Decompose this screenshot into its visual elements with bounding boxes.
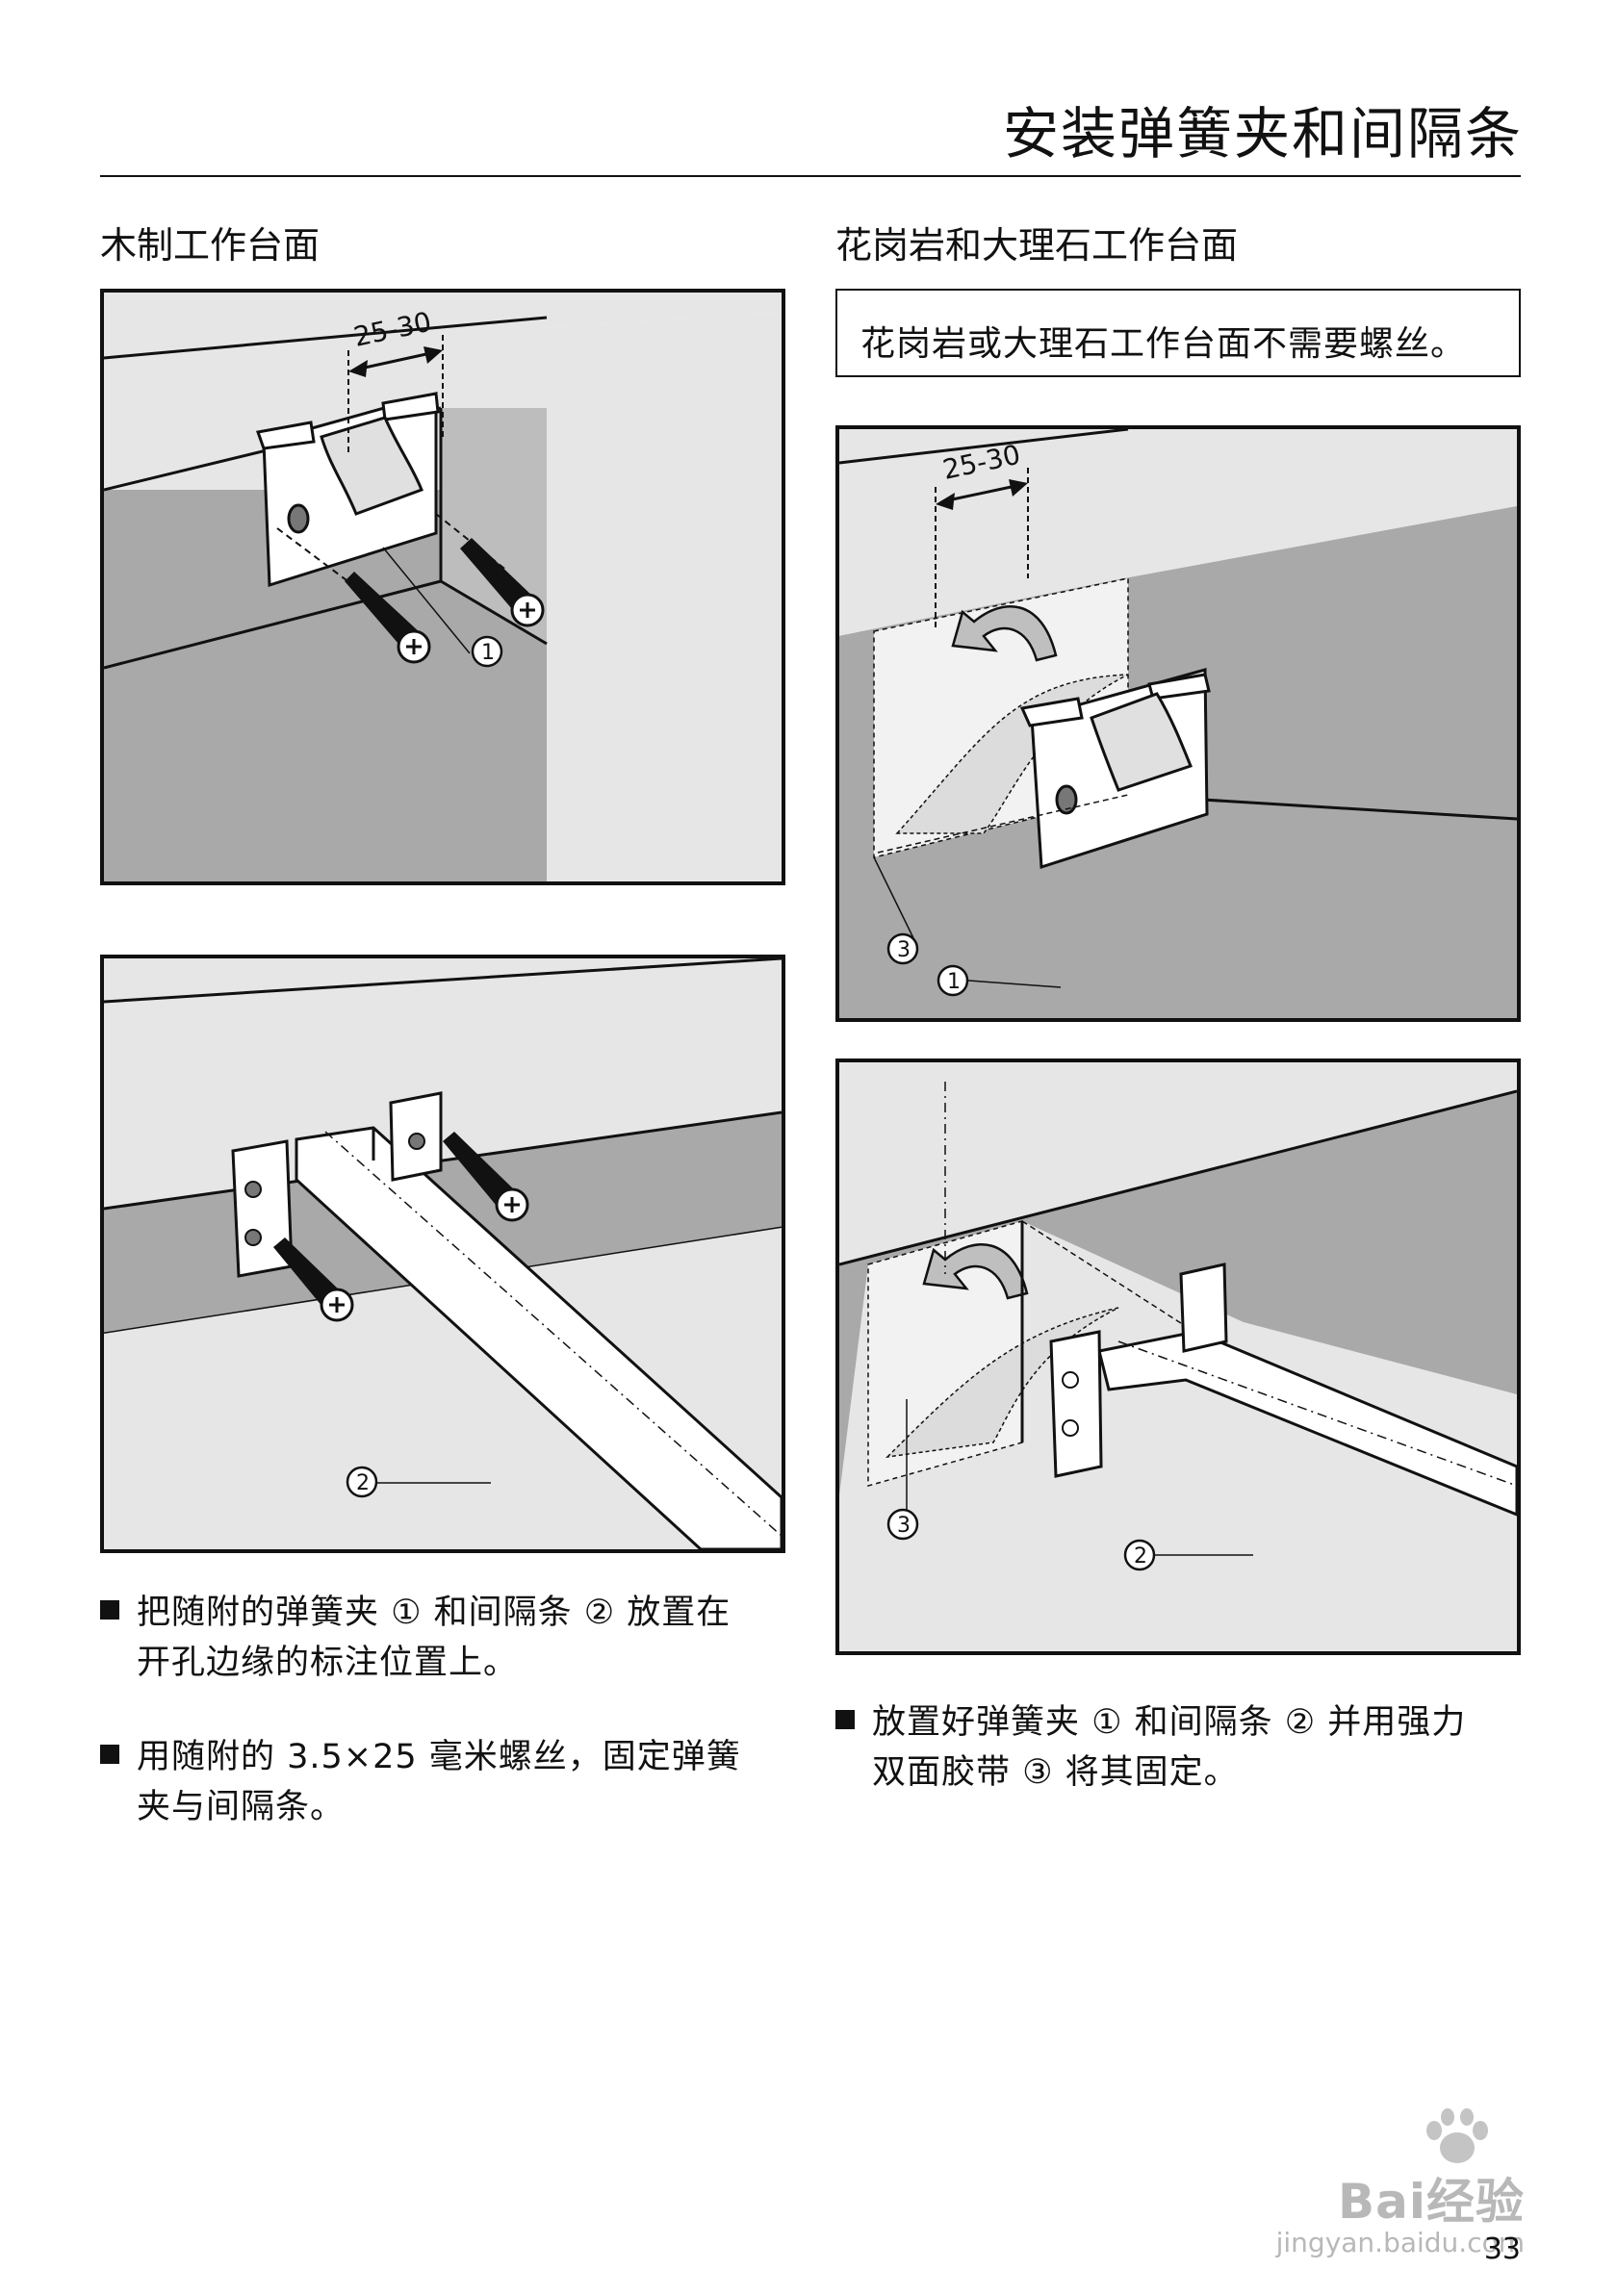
watermark-url: jingyan.baidu.com bbox=[1275, 2227, 1525, 2258]
instruction-step: 放置好弹簧夹 ① 和间隔条 ② 并用强力 双面胶带 ③ 将其固定。 bbox=[835, 1697, 1528, 1798]
watermark: Bai经验 jingyan.baidu.com bbox=[1276, 2104, 1525, 2296]
callout-clip-label: 1 bbox=[481, 641, 495, 665]
stone-note-box: 花岗岩或大理石工作台面不需要螺丝。 bbox=[835, 289, 1521, 377]
figure-stone-spacer-drawing: 3 2 bbox=[839, 1062, 1517, 1651]
title-divider bbox=[100, 175, 1521, 177]
page-title: 安装弹簧夹和间隔条 bbox=[1002, 101, 1523, 166]
step-text-line: 用随附的 3.5×25 毫米螺丝，固定弹簧 bbox=[137, 1738, 741, 1776]
section-heading-wood: 木制工作台面 bbox=[100, 224, 321, 267]
callout-spacer-label: 2 bbox=[1134, 1544, 1147, 1569]
step-text-line: 放置好弹簧夹 ① 和间隔条 ② 并用强力 bbox=[872, 1703, 1467, 1742]
page-number: 33 bbox=[1483, 2232, 1521, 2266]
screw-icon bbox=[273, 1237, 354, 1322]
figure-wood-spacer: 2 bbox=[100, 955, 785, 1553]
callout-clip-label: 1 bbox=[947, 970, 961, 994]
step-text-line: 夹与间隔条。 bbox=[137, 1788, 346, 1826]
step-text-line: 双面胶带 ③ 将其固定。 bbox=[872, 1753, 1239, 1792]
screw-icon bbox=[443, 1132, 529, 1222]
bullet-square-icon bbox=[100, 1600, 119, 1620]
screw-icon bbox=[276, 527, 431, 664]
instruction-step: 用随附的 3.5×25 毫米螺丝，固定弹簧 夹与间隔条。 bbox=[100, 1732, 793, 1832]
instruction-step: 把随附的弹簧夹 ① 和间隔条 ② 放置在 开孔边缘的标注位置上。 bbox=[100, 1588, 793, 1688]
callout-tape-label: 3 bbox=[897, 1514, 911, 1538]
step-text-line: 开孔边缘的标注位置上。 bbox=[137, 1644, 519, 1682]
step-text-line: 把随附的弹簧夹 ① 和间隔条 ② 放置在 bbox=[137, 1594, 732, 1632]
figure-wood-spacer-drawing: 2 bbox=[104, 958, 782, 1549]
callout-tape-label: 3 bbox=[897, 938, 911, 962]
callout-spacer-label: 2 bbox=[356, 1471, 370, 1495]
bullet-square-icon bbox=[100, 1745, 119, 1764]
stone-note-text: 花岗岩或大理石工作台面不需要螺丝。 bbox=[860, 324, 1467, 364]
figure-stone-clip: 25-30 3 1 bbox=[835, 425, 1521, 1022]
bullet-square-icon bbox=[835, 1710, 855, 1729]
figure-stone-clip-drawing: 25-30 3 1 bbox=[839, 429, 1517, 1018]
watermark-brand: Bai经验 bbox=[1338, 2174, 1525, 2230]
figure-wood-clip: 25-30 1 bbox=[100, 289, 785, 885]
figure-wood-clip-drawing: 25-30 1 bbox=[104, 293, 782, 881]
screw-icon bbox=[435, 513, 545, 627]
figure-stone-spacer: 3 2 bbox=[835, 1059, 1521, 1655]
section-heading-stone: 花岗岩和大理石工作台面 bbox=[835, 224, 1239, 267]
paw-logo-icon bbox=[1426, 2108, 1488, 2163]
